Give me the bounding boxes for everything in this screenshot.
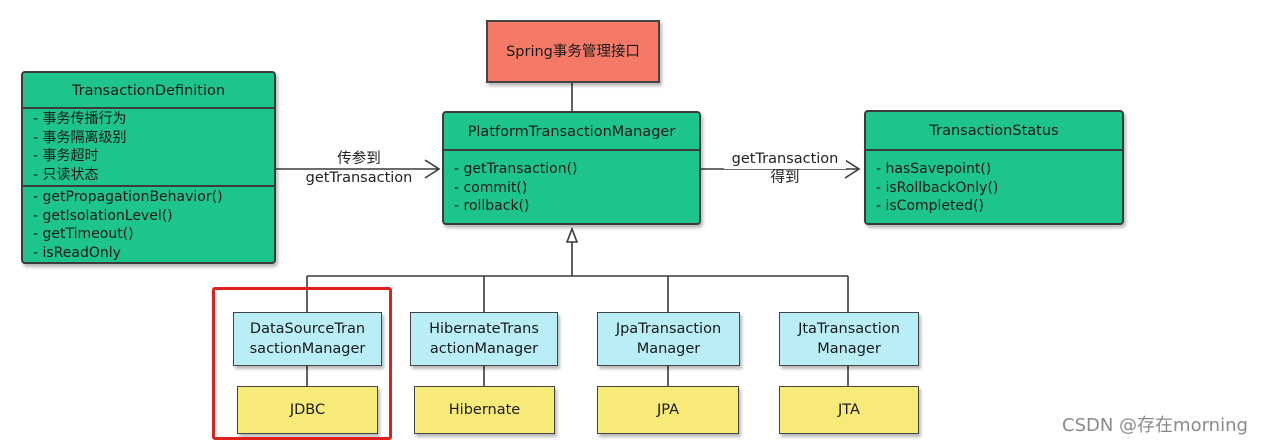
transaction-status-box: TransactionStatus - hasSavepoint() - isR… <box>864 110 1124 225</box>
transaction-definition-box: TransactionDefinition - 事务传播行为 - 事务隔离级别 … <box>21 71 276 264</box>
impl-name-line: Manager <box>817 341 881 357</box>
method-item: - getIsolationLevel() <box>33 207 173 224</box>
method-item: - rollback() <box>454 198 530 214</box>
tech-box-jdbc: JDBC <box>237 386 378 434</box>
param-arrowhead <box>424 159 441 179</box>
tech-box-jta: JTA <box>779 386 919 434</box>
method-item: - hasSavepoint() <box>876 161 992 177</box>
result-edge-label: getTransaction 得到 <box>724 150 846 188</box>
attribute-item: - 事务隔离级别 <box>33 129 127 146</box>
platform-transaction-manager-box: PlatformTransactionManager - getTransact… <box>442 111 701 225</box>
result-arrowhead <box>844 159 861 179</box>
tech-label: JDBC <box>289 402 326 418</box>
platform-transaction-manager-title: PlatformTransactionManager <box>444 113 699 151</box>
watermark: CSDN @存在morning <box>1062 415 1248 436</box>
tech-label: JTA <box>838 402 860 418</box>
status-methods: - hasSavepoint() - isRollbackOnly() - is… <box>866 151 1122 216</box>
result-edge-label-line: 得到 <box>770 170 800 186</box>
impl-name-line: sactionManager <box>249 341 366 357</box>
attribute-item: - 只读状态 <box>33 166 99 183</box>
param-edge-label: 传参到 getTransaction <box>296 150 422 188</box>
impl-box-datasource: DataSourceTran sactionManager <box>233 312 382 366</box>
impl-name-line: DataSourceTran <box>249 321 366 337</box>
definition-attributes: - 事务传播行为 - 事务隔离级别 - 事务超时 - 只读状态 <box>23 109 274 185</box>
impl-name-line: JtaTransaction <box>798 321 900 337</box>
manager-methods: - getTransaction() - commit() - rollback… <box>444 151 699 216</box>
impl-name-line: Manager <box>636 341 701 357</box>
param-edge-label-line: getTransaction <box>305 170 413 186</box>
spring-interface-label: Spring事务管理接口 <box>506 43 640 60</box>
impl-name-line: HibernateTrans <box>429 321 539 337</box>
method-item: - getTransaction() <box>454 161 578 177</box>
method-item: - isCompleted() <box>876 198 984 214</box>
method-item: - getPropagationBehavior() <box>33 189 223 205</box>
spring-interface-box: Spring事务管理接口 <box>486 20 660 83</box>
jdbc-highlight-frame <box>212 287 392 440</box>
transaction-definition-title: TransactionDefinition <box>23 73 274 109</box>
attribute-item: - 事务超时 <box>33 148 99 164</box>
method-item: - getTimeout() <box>33 226 134 242</box>
tech-label: Hibernate <box>448 402 521 418</box>
tech-box-hibernate: Hibernate <box>414 386 555 434</box>
impl-box-jta: JtaTransaction Manager <box>779 312 919 366</box>
transaction-status-title: TransactionStatus <box>866 112 1122 151</box>
tech-box-jpa: JPA <box>597 386 739 434</box>
attribute-item: - 事务传播行为 <box>33 111 127 127</box>
method-item: - isReadOnly <box>33 244 121 261</box>
impl-box-hibernate: HibernateTrans actionManager <box>410 312 558 366</box>
result-edge-label-line: getTransaction <box>724 150 846 169</box>
tech-label: JPA <box>656 402 679 418</box>
definition-methods: - getPropagationBehavior() - getIsolatio… <box>23 185 274 262</box>
method-item: - commit() <box>454 179 528 196</box>
impl-box-jpa: JpaTransaction Manager <box>597 312 740 366</box>
param-edge-label-line: 传参到 <box>337 151 381 167</box>
method-item: - isRollbackOnly() <box>876 179 999 196</box>
inheritance-triangle <box>565 226 579 243</box>
impl-name-line: JpaTransaction <box>615 321 722 337</box>
impl-name-line: actionManager <box>429 341 539 357</box>
